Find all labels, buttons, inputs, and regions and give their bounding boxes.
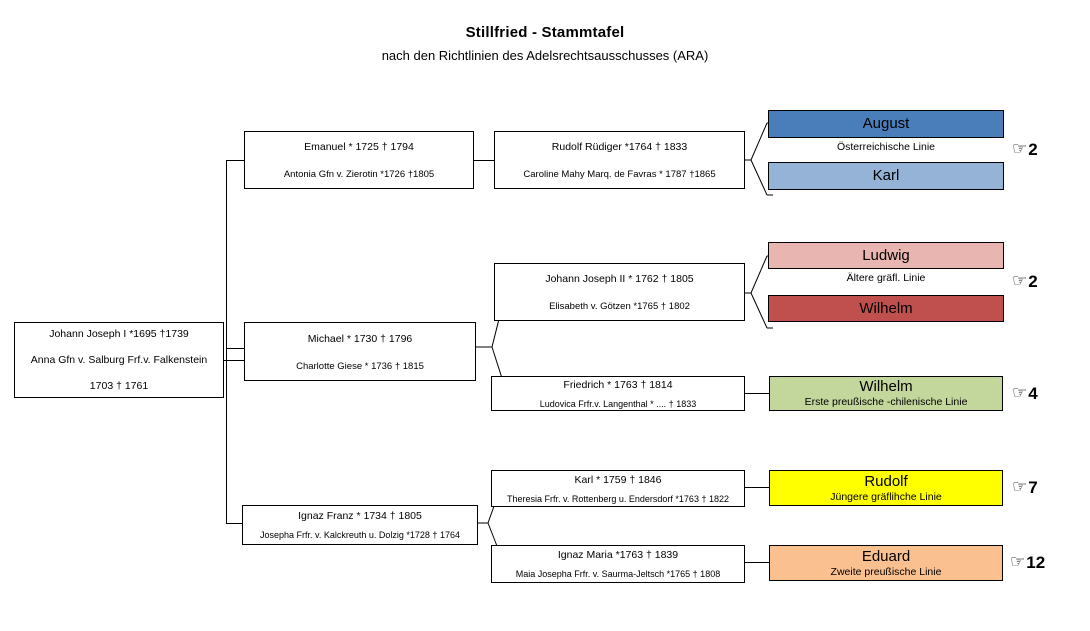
person-spouse-line: Caroline Mahy Marq. de Favras * 1787 †18…	[523, 169, 716, 180]
pointing-hand-icon: ☞	[1012, 383, 1028, 403]
person-box-johann-joseph-i[interactable]: Johann Joseph I *1695 †1739 Anna Gfn v. …	[14, 322, 224, 398]
pointing-hand-icon: ☞	[1012, 477, 1028, 497]
connector-trunk-ignaz	[226, 523, 244, 524]
person-name-line: Friedrich * 1763 † 1814	[563, 378, 673, 391]
branch-bar-august[interactable]: August	[768, 110, 1004, 138]
connector-emanuel-rudolf	[474, 160, 494, 161]
branch-name: August	[862, 115, 910, 132]
marker-oesterreichische: ☞ 2	[1012, 139, 1038, 159]
connector-jj2-fork	[745, 255, 773, 329]
branch-name: Rudolf	[864, 472, 908, 490]
connector-trunk-michael	[226, 348, 244, 349]
person-name-line: Rudolf Rüdiger *1764 † 1833	[551, 141, 688, 153]
marker-number: 2	[1028, 140, 1038, 159]
connector-karl-rudolf	[745, 487, 769, 488]
branch-bar-wilhelm-graefliche[interactable]: Wilhelm	[768, 295, 1004, 322]
branch-bar-karl[interactable]: Karl	[768, 162, 1004, 190]
person-name-line: Michael * 1730 † 1796	[307, 332, 413, 345]
branch-name: Wilhelm	[859, 299, 913, 317]
person-box-rudolf-ruediger[interactable]: Rudolf Rüdiger *1764 † 1833 Caroline Mah…	[494, 131, 745, 189]
person-spouse-dates: 1703 † 1761	[89, 380, 149, 392]
person-spouse-line: Josepha Frfr. v. Kalckreuth u. Dolzig *1…	[260, 530, 460, 540]
branch-label-oesterreichische: Österreichische Linie	[836, 141, 936, 153]
branch-name: Eduard	[861, 547, 911, 565]
marker-erste-preussische: ☞ 4	[1012, 383, 1038, 403]
marker-number: 12	[1026, 553, 1046, 572]
branch-sublabel: Erste preußische -chilenische Linie	[804, 396, 968, 408]
pointing-hand-icon: ☞	[1012, 271, 1028, 291]
person-spouse-line: Antonia Gfn v. Zierotin *1726 †1805	[283, 169, 435, 180]
branch-sublabel: Zweite preußische Linie	[830, 565, 942, 578]
branch-label-aeltere-graefliche: Ältere gräfl. Linie	[846, 272, 926, 284]
pointing-hand-icon: ☞	[1010, 552, 1026, 572]
connector-trunk-emanuel	[226, 160, 244, 161]
person-spouse-line: Theresia Frfr. v. Rottenberg u. Endersdo…	[507, 493, 729, 504]
person-spouse-line: Anna Gfn v. Salburg Frf.v. Falkenstein	[30, 354, 208, 366]
marker-aeltere-graefliche: ☞ 2	[1012, 271, 1038, 291]
person-name-line: Ignaz Maria *1763 † 1839	[557, 549, 679, 561]
person-spouse-line: Maia Josepha Frfr. v. Saurma-Jeltsch *17…	[515, 569, 721, 579]
person-box-johann-joseph-ii[interactable]: Johann Joseph II * 1762 † 1805 Elisabeth…	[494, 263, 745, 321]
person-box-michael[interactable]: Michael * 1730 † 1796 Charlotte Giese * …	[244, 322, 476, 381]
marker-number: 4	[1028, 384, 1038, 403]
person-spouse-line: Charlotte Giese * 1736 † 1815	[296, 360, 424, 372]
marker-number: 7	[1028, 478, 1038, 497]
marker-juengere-graefliche: ☞ 7	[1012, 477, 1038, 497]
branch-sublabel: Jüngere gräflihche Linie	[830, 490, 942, 503]
branch-bar-wilhelm-preussisch-chilenisch[interactable]: Wilhelm Erste preußische -chilenische Li…	[769, 376, 1003, 411]
page-title: Stillfried - Stammtafel	[465, 24, 625, 41]
person-name-line: Karl * 1759 † 1846	[574, 473, 662, 486]
branch-bar-eduard[interactable]: Eduard Zweite preußische Linie	[769, 545, 1003, 581]
person-name-line: Johann Joseph I *1695 †1739	[49, 328, 189, 340]
pointing-hand-icon: ☞	[1012, 139, 1028, 159]
connector-root-out	[224, 360, 244, 361]
person-spouse-line: Ludovica Frfr.v. Langenthal * .... † 183…	[539, 398, 697, 409]
marker-zweite-preussische: ☞ 12	[1010, 552, 1046, 572]
person-box-emanuel[interactable]: Emanuel * 1725 † 1794 Antonia Gfn v. Zie…	[244, 131, 474, 189]
branch-name: Karl	[872, 167, 900, 184]
branch-bar-ludwig[interactable]: Ludwig	[768, 242, 1004, 269]
person-name-line: Ignaz Franz * 1734 † 1805	[298, 510, 422, 522]
branch-name: Ludwig	[862, 246, 910, 264]
connector-trunk-main	[226, 160, 227, 524]
person-box-karl[interactable]: Karl * 1759 † 1846 Theresia Frfr. v. Rot…	[491, 470, 745, 507]
person-box-friedrich[interactable]: Friedrich * 1763 † 1814 Ludovica Frfr.v.…	[491, 376, 745, 411]
branch-bar-rudolf[interactable]: Rudolf Jüngere gräflihche Linie	[769, 470, 1003, 506]
person-box-ignaz-franz[interactable]: Ignaz Franz * 1734 † 1805 Josepha Frfr. …	[242, 505, 478, 545]
connector-ignazmaria-eduard	[745, 562, 769, 563]
person-name-line: Emanuel * 1725 † 1794	[304, 141, 414, 153]
page-subtitle: nach den Richtlinien des Adelsrechtsauss…	[381, 48, 709, 63]
marker-number: 2	[1028, 272, 1038, 291]
person-box-ignaz-maria[interactable]: Ignaz Maria *1763 † 1839 Maia Josepha Fr…	[491, 545, 745, 583]
connector-friedrich-wilhelm	[745, 393, 769, 394]
person-name-line: Johann Joseph II * 1762 † 1805	[545, 273, 694, 285]
person-spouse-line: Elisabeth v. Götzen *1765 † 1802	[549, 301, 690, 312]
branch-name: Wilhelm	[859, 378, 913, 395]
